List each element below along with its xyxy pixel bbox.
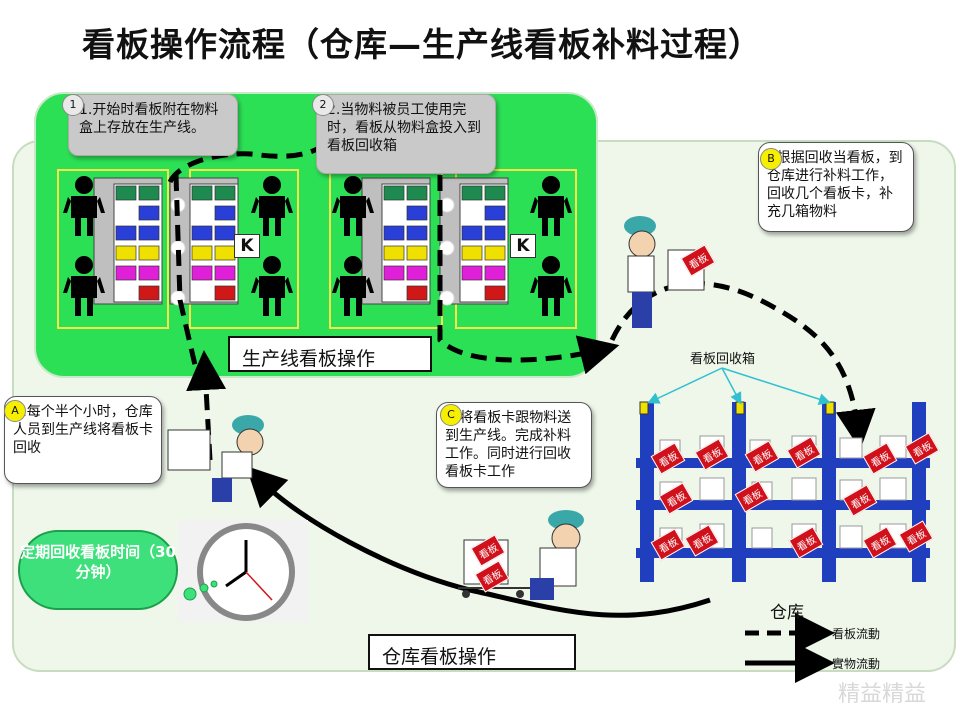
kanban-box-label: 看板回收箱 xyxy=(690,352,756,367)
worker-icon xyxy=(530,176,572,236)
worker-icon xyxy=(530,256,572,316)
step-c-marker: C xyxy=(440,404,462,426)
legend-material-flow: 實物流動 xyxy=(832,657,881,671)
legend-kanban-flow: 看板流動 xyxy=(832,627,881,641)
kanban-card-k: K xyxy=(510,234,536,258)
step-a-marker: A xyxy=(4,400,26,422)
worker-icon xyxy=(251,176,293,236)
callout-c: C.将看板卡跟物料送到生产线。完成补料工作。同时进行回收看板卡工作 xyxy=(436,402,592,488)
production-line-label: 生产线看板操作 xyxy=(228,336,432,372)
callout-step-2: 2.当物料被员工使用完时，看板从物料盒投入到看板回收箱 xyxy=(316,94,496,174)
watermark: 精益精益 xyxy=(837,682,926,707)
material-shelf xyxy=(361,177,431,305)
page-title: 看板操作流程（仓库—生产线看板补料过程） xyxy=(82,25,762,64)
step-b-marker: B xyxy=(760,148,782,170)
material-shelf xyxy=(439,177,509,305)
warehouse-worker-a xyxy=(167,415,264,502)
warehouse-operation-label: 仓库看板操作 xyxy=(368,634,576,670)
worker-icon xyxy=(251,256,293,316)
step-1-marker: 1 xyxy=(62,94,84,116)
callout-c-text: C.将看板卡跟物料送到生产线。完成补料工作。同时进行回收看板卡工作 xyxy=(445,410,572,480)
clock-icon xyxy=(178,520,308,622)
warehouse-title: 仓库 xyxy=(770,603,804,623)
callout-b-text: B根据回收当看板，到仓库进行补料工作，回收几个看板卡，补充几箱物料 xyxy=(767,150,903,220)
callout-step-2-text: 2.当物料被员工使用完时，看板从物料盒投入到看板回收箱 xyxy=(327,102,481,154)
kanban-card-k: K xyxy=(234,234,260,258)
cycle-time-cloud: 定期回收看板时间（30分钟） xyxy=(18,530,178,610)
callout-a: A.每个半个小时，仓库人员到生产线将看板卡回收 xyxy=(4,396,162,484)
warehouse-worker-b xyxy=(624,216,705,328)
callout-a-text: A.每个半个小时，仓库人员到生产线将看板卡回收 xyxy=(13,404,153,456)
step-2-marker: 2 xyxy=(312,94,334,116)
callout-step-1: 1.开始时看板附在物料盒上存放在生产线。 xyxy=(68,94,238,156)
material-shelf xyxy=(93,177,163,305)
callout-b: B根据回收当看板，到仓库进行补料工作，回收几个看板卡，补充几箱物料 xyxy=(758,142,914,232)
callout-step-1-text: 1.开始时看板附在物料盒上存放在生产线。 xyxy=(79,102,219,136)
